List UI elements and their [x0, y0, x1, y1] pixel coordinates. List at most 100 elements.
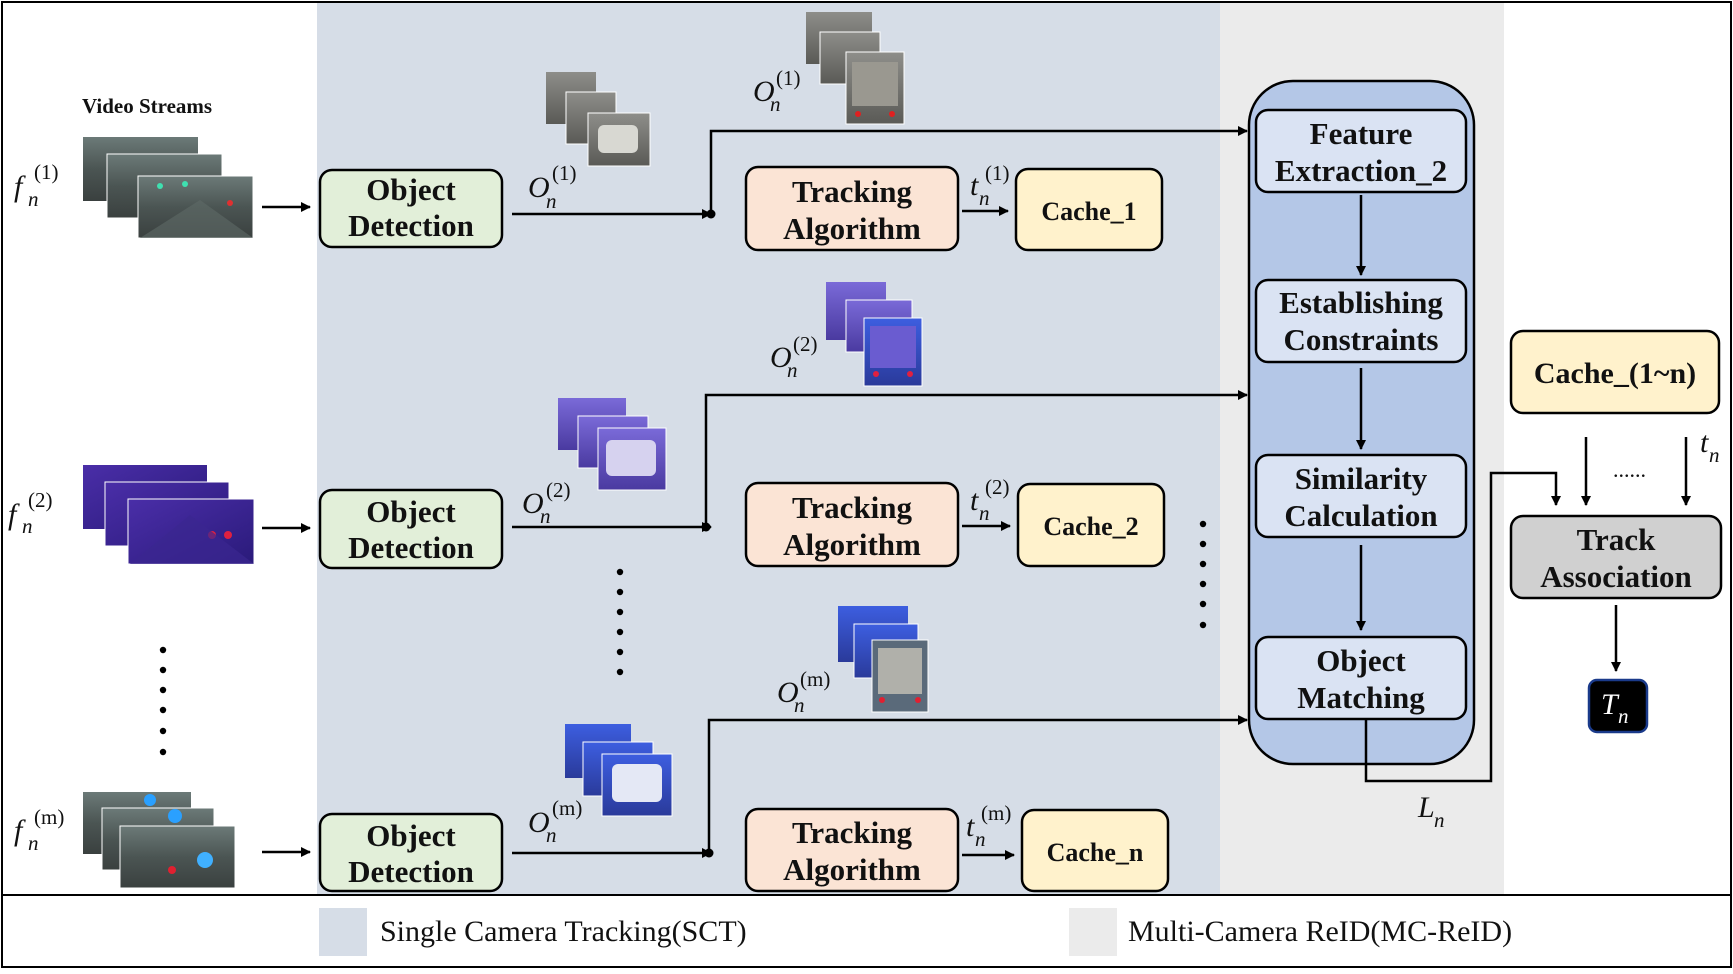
svg-text:f: f	[14, 814, 26, 847]
stream-1: f n (1) Object Detection O n (1) O n	[14, 12, 1248, 252]
stream-2-crops-a	[558, 398, 667, 491]
cache-all-box	[1509, 329, 1721, 415]
svg-text:(m): (m)	[34, 805, 64, 829]
stream-2: f n (2) Object Detection O n (2) O n (2)	[8, 282, 1248, 570]
svg-text:Algorithm: Algorithm	[783, 211, 921, 246]
stream-1-crops-b	[806, 12, 905, 125]
svg-text:(m): (m)	[981, 801, 1011, 825]
svg-text:t: t	[970, 169, 979, 202]
svg-text:n: n	[975, 827, 986, 851]
legend-sct-label: Single Camera Tracking(SCT)	[380, 915, 747, 948]
svg-text:Matching: Matching	[1297, 680, 1425, 715]
svg-text:Calculation: Calculation	[1284, 498, 1437, 533]
similarity-calculation-box	[1254, 453, 1468, 539]
tracking-algorithm-box-m	[744, 807, 960, 893]
svg-text:O: O	[770, 341, 792, 374]
track-association-box	[1509, 514, 1723, 600]
stream-2-track-label: t n (2)	[970, 475, 1010, 525]
svg-text:Similarity: Similarity	[1295, 461, 1428, 496]
stream-2-object-label-top: O n (2)	[770, 332, 818, 382]
svg-text:n: n	[22, 514, 33, 538]
svg-text:Object: Object	[1316, 643, 1406, 678]
cache-box-n	[1020, 808, 1170, 893]
svg-text:Cache_1: Cache_1	[1041, 197, 1136, 226]
svg-text:Tracking: Tracking	[792, 174, 912, 209]
svg-text:Algorithm: Algorithm	[783, 852, 921, 887]
svg-text:n: n	[1709, 443, 1720, 467]
svg-text:O: O	[522, 487, 544, 520]
svg-text:n: n	[794, 693, 805, 717]
arrow-matching-to-association	[1364, 471, 1561, 783]
svg-text:Extraction_2: Extraction_2	[1275, 153, 1447, 188]
ellipsis-dots-tracking	[616, 568, 624, 676]
stream-m-object-label: O n (m)	[528, 796, 582, 847]
svg-text:t: t	[1700, 426, 1709, 459]
svg-text:O: O	[528, 171, 550, 204]
sct-region	[317, 2, 1220, 895]
svg-text:(2): (2)	[985, 475, 1010, 499]
stream-m: f n (m) Object Detection O n (m) O n (m)	[14, 606, 1248, 893]
frame-f: f	[14, 170, 26, 203]
feature-extraction-box	[1254, 108, 1468, 194]
stream-1-object-label: O n (1)	[528, 161, 577, 213]
svg-text:O: O	[528, 806, 550, 839]
svg-text:Track: Track	[1577, 522, 1656, 557]
frame-sub: n	[28, 187, 39, 211]
stream-1-crops-a	[546, 72, 651, 167]
stream-1-object-label-top: O n (1)	[753, 66, 801, 116]
svg-text:(m): (m)	[800, 667, 830, 691]
svg-text:Association: Association	[1540, 559, 1692, 594]
svg-text:n: n	[979, 186, 990, 210]
ellipsis-dots-frames	[159, 646, 167, 756]
legend-mc-label: Multi-Camera ReID(MC-ReID)	[1128, 915, 1512, 948]
object-detection-box-1	[318, 168, 504, 249]
tracking-algorithm-box-1	[744, 165, 960, 252]
object-detection-box-m	[318, 812, 504, 893]
svg-text:Object: Object	[366, 818, 456, 853]
object-detection-label-line2: Detection	[348, 208, 474, 243]
svg-text:f: f	[8, 498, 20, 531]
svg-text:Detection: Detection	[348, 530, 474, 565]
stream-m-crops-b	[838, 606, 929, 713]
stream-1-frame-label: f n (1)	[14, 160, 59, 211]
stream-m-frame-label: f n (m)	[14, 805, 64, 855]
svg-text:O: O	[753, 75, 775, 108]
ellipsis-dots-cache	[1199, 520, 1207, 629]
cache-box-1	[1014, 167, 1164, 252]
stream-m-frames	[83, 792, 236, 889]
svg-text:Cache_2: Cache_2	[1043, 512, 1138, 541]
object-detection-box-2	[318, 488, 504, 570]
svg-text:Tracking: Tracking	[792, 490, 912, 525]
svg-text:Establishing: Establishing	[1279, 285, 1443, 320]
stream-m-track-label: t n (m)	[966, 801, 1011, 851]
association-ellipsis: ......	[1613, 457, 1646, 482]
cache-box-2	[1016, 482, 1166, 568]
output-tn-box	[1587, 678, 1649, 734]
svg-text:Cache_(1~n): Cache_(1~n)	[1534, 357, 1696, 390]
object-matching-box	[1254, 635, 1468, 721]
svg-text:Cache_n: Cache_n	[1047, 838, 1144, 867]
svg-text:n: n	[540, 504, 551, 528]
svg-text:(2): (2)	[28, 488, 53, 512]
tracking-algorithm-box-2	[744, 481, 960, 568]
svg-text:(2): (2)	[546, 478, 571, 502]
stream-2-frames	[83, 465, 255, 565]
stream-1-frames	[83, 137, 254, 239]
svg-text:n: n	[546, 189, 557, 213]
svg-text:Detection: Detection	[348, 854, 474, 889]
svg-text:Object: Object	[366, 494, 456, 529]
svg-text:n: n	[28, 831, 39, 855]
svg-text:(m): (m)	[552, 796, 582, 820]
arrow-to-reid-1	[709, 126, 1248, 214]
loss-label: L n	[1417, 791, 1445, 832]
svg-text:(1): (1)	[776, 66, 801, 90]
output-tn-label: T n	[1601, 688, 1629, 728]
frame-sup: (1)	[34, 160, 59, 184]
svg-text:Constraints: Constraints	[1283, 322, 1438, 357]
svg-text:n: n	[1618, 704, 1629, 728]
svg-text:n: n	[979, 501, 990, 525]
svg-text:n: n	[546, 823, 557, 847]
legend-mc-swatch	[1069, 908, 1117, 956]
